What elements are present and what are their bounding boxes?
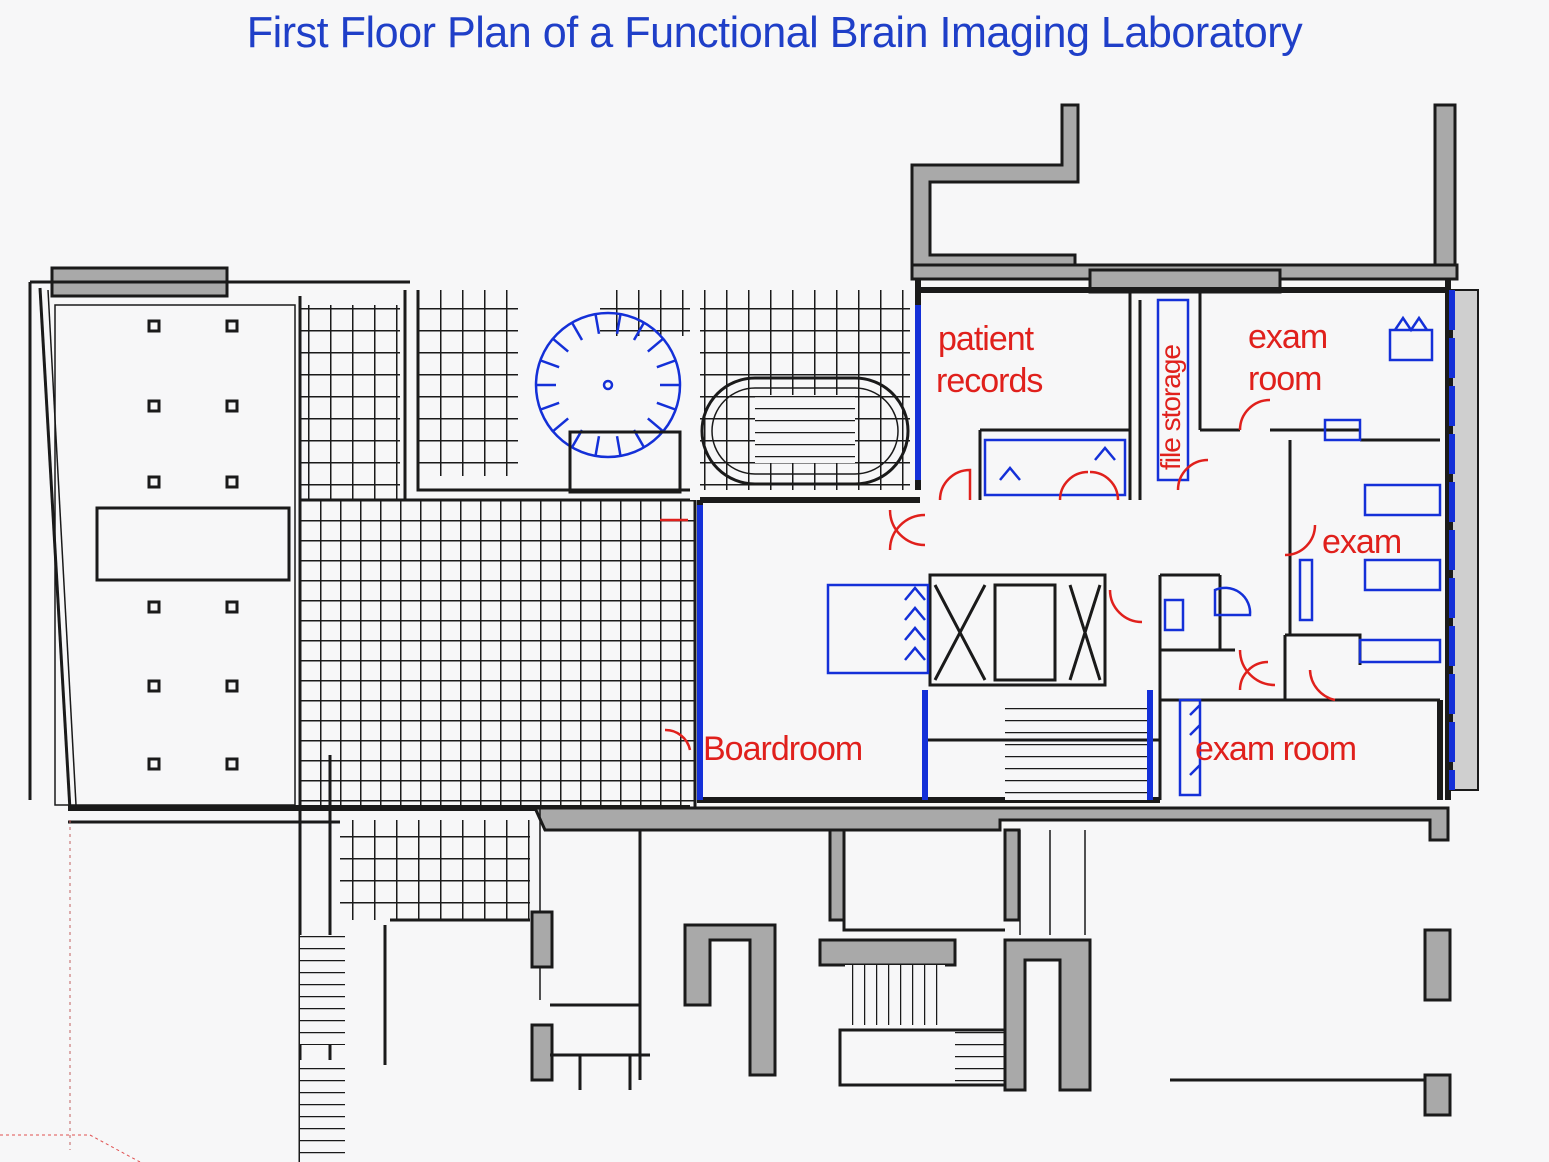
stair-tread — [647, 417, 664, 433]
lower-building — [0, 755, 1452, 1162]
label-exam-room-top-2: room — [1248, 360, 1321, 398]
door-swings — [660, 398, 1336, 751]
label-patient-records-2: records — [936, 362, 1042, 400]
stair-tread — [632, 322, 646, 341]
column-markers — [147, 319, 239, 771]
stair-tread — [594, 313, 601, 335]
stair-tread — [552, 417, 569, 433]
stair-tread — [647, 337, 664, 353]
grid-floor — [298, 290, 910, 920]
office-block — [697, 280, 1479, 803]
upper-shafts — [910, 103, 1459, 294]
stair-tread — [615, 435, 622, 457]
label-file-storage: file storage — [1155, 345, 1186, 470]
label-boardroom: Boardroom — [703, 730, 862, 768]
label-exam-room-bottom: exam room — [1195, 730, 1356, 768]
stair-tread — [570, 322, 584, 341]
fixtures — [826, 298, 1442, 797]
stair-tread — [539, 359, 560, 369]
oval-stair — [700, 376, 910, 486]
stair-tread — [539, 401, 560, 411]
stair-tread — [656, 359, 677, 369]
stair-tread — [615, 313, 622, 335]
label-exam-room-top-1: exam — [1248, 318, 1327, 356]
stair-tread — [656, 401, 677, 411]
label-patient-records-1: patient — [938, 320, 1035, 358]
stair-tread — [594, 435, 601, 457]
stair-tread — [552, 337, 569, 353]
label-exam: exam — [1322, 523, 1401, 561]
spiral-stair — [534, 311, 682, 494]
plan-title: First Floor Plan of a Functional Brain I… — [246, 8, 1303, 57]
room-labels: patient records file storage exam room e… — [703, 318, 1402, 768]
